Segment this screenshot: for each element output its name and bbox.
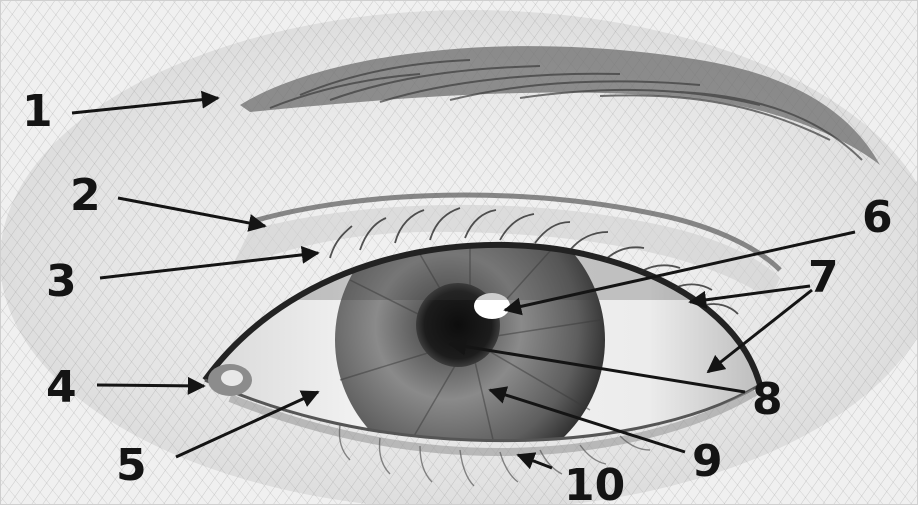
label-7: 7 [808,252,839,303]
label-8: 8 [752,374,783,425]
label-1: 1 [22,86,53,137]
label-9: 9 [692,436,723,487]
label-6: 6 [862,192,893,243]
label-5: 5 [116,440,147,491]
label-10: 10 [564,460,625,505]
label-3: 3 [46,256,77,307]
label-4: 4 [46,362,77,413]
label-2: 2 [70,170,101,221]
arrow-4 [97,385,204,386]
